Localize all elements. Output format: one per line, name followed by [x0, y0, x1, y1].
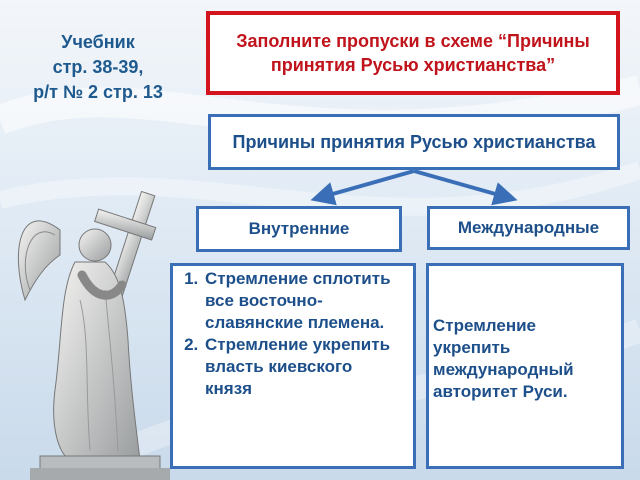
internal-node-label: Внутренние	[248, 219, 350, 238]
reference-line-3: р/т № 2 стр. 13	[33, 82, 163, 102]
list-item: Стремление сплотить все восточно-славянс…	[203, 268, 403, 334]
international-node-label: Международные	[457, 218, 600, 237]
root-node: Причины принятия Русью христианства	[208, 114, 620, 170]
international-causes-box: Стремление укрепить международный автори…	[426, 263, 624, 469]
angel-statue-icon	[17, 190, 170, 480]
list-item: Стремление укрепить власть киевского кня…	[203, 334, 403, 400]
reference-line-2: стр. 38-39,	[52, 57, 144, 77]
root-node-label: Причины принятия Русью христианства	[232, 132, 596, 152]
task-box: Заполните пропуски в схеме “Причины прин…	[206, 11, 620, 95]
international-node: Международные	[427, 206, 630, 250]
internal-causes-list: Стремление сплотить все восточно-славянс…	[173, 268, 403, 400]
international-causes-text: Стремление укрепить международный автори…	[433, 316, 574, 401]
task-text: Заполните пропуски в схеме “Причины прин…	[236, 31, 590, 75]
internal-causes-box: Стремление сплотить все восточно-славянс…	[170, 263, 416, 469]
internal-node: Внутренние	[196, 206, 402, 252]
textbook-reference: Учебник стр. 38-39, р/т № 2 стр. 13	[8, 30, 188, 105]
reference-line-1: Учебник	[61, 32, 135, 52]
